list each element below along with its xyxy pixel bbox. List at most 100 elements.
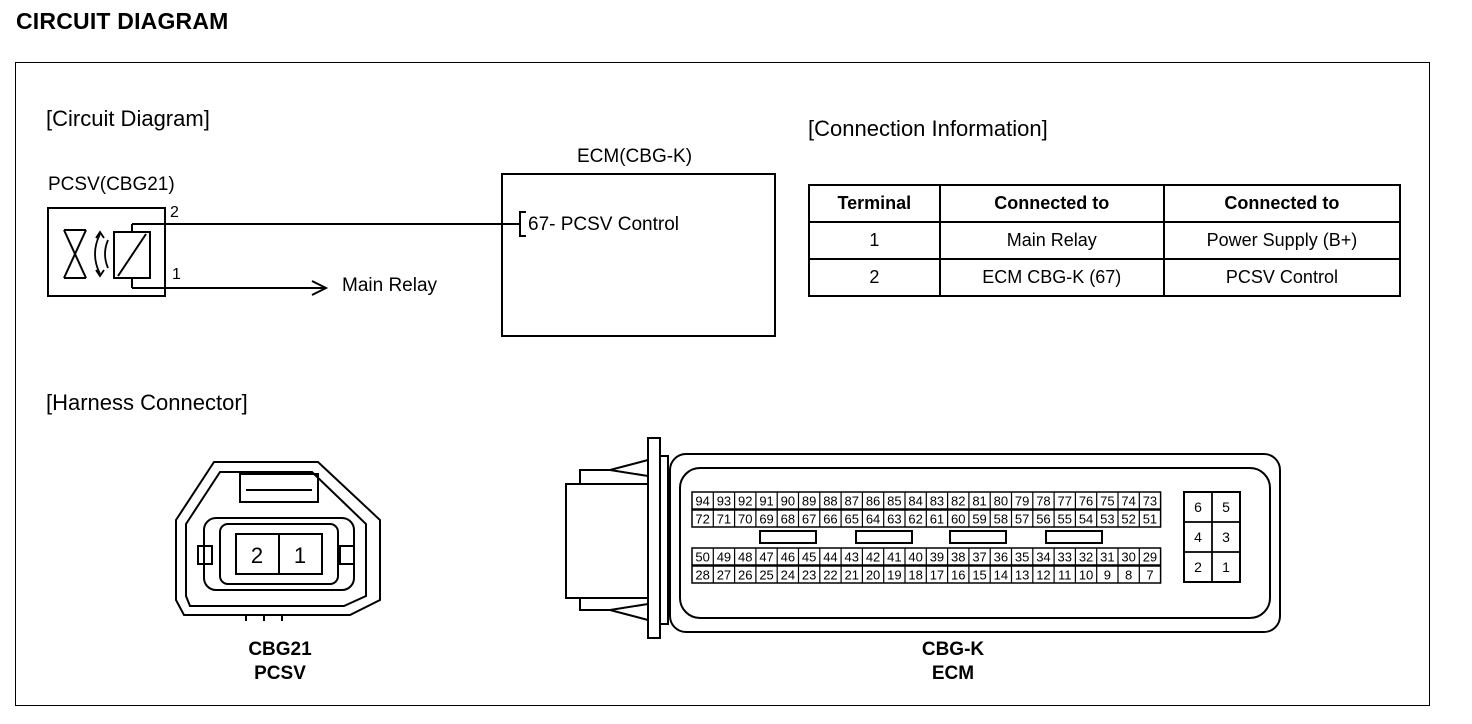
ecm-pin-69: 69 [759,512,773,527]
ecm-side-pin-3: 3 [1222,529,1230,545]
ecm-pin-71: 71 [717,512,731,527]
ecm-side-pin-1: 1 [1222,559,1230,575]
ecm-pin-24: 24 [781,568,795,583]
table-cell: Main Relay [938,221,1165,260]
ecm-pin-94: 94 [695,494,709,509]
pcsv-pin-2-label: 2 [170,204,179,221]
cbgk-caption-name: ECM [931,663,975,684]
ecm-side-pin-6: 6 [1194,499,1202,515]
ecm-pin-38: 38 [951,550,965,565]
ecm-pin-7: 7 [1146,568,1153,583]
ecm-pin-20: 20 [866,568,880,583]
ecm-pin-39: 39 [930,550,944,565]
ecm-pin-66: 66 [823,512,837,527]
solenoid-icon [113,223,165,289]
ecm-pin-8: 8 [1125,568,1132,583]
cbg21-side-tab-right [339,545,355,565]
ecm-pin-57: 57 [1015,512,1029,527]
table-cell: 2 [808,258,941,297]
ecm-pin-55: 55 [1058,512,1072,527]
ecm-pin-68: 68 [781,512,795,527]
ecm-pin-56: 56 [1036,512,1050,527]
table-cell: PCSV Control [1162,258,1402,297]
cbg21-caption-code: CBG21 [248,639,312,660]
ecm-pin-48: 48 [738,550,752,565]
ecm-side-pin-4: 4 [1194,529,1202,545]
header-terminal: Terminal [808,184,941,223]
ecm-pin-16: 16 [951,568,965,583]
valve-icon [63,229,87,279]
ecm-pin-61: 61 [930,512,944,527]
table-cell: Power Supply (B+) [1162,221,1402,260]
ecm-pin-67-label: 67- PCSV Control [528,214,680,235]
ecm-pin-54: 54 [1079,512,1093,527]
ecm-pin-62: 62 [908,512,922,527]
ecm-pin-21: 21 [845,568,859,583]
ecm-pin-51: 51 [1143,512,1157,527]
ecm-pin-79: 79 [1015,494,1029,509]
ecm-pin-90: 90 [781,494,795,509]
ecm-pin-63: 63 [887,512,901,527]
cbgk-body [669,453,1281,633]
table-cell: ECM CBG-K (67) [938,258,1165,297]
ecm-pin-47: 47 [759,550,773,565]
cbg21-caption-name: PCSV [254,663,306,684]
ecm-pin-60: 60 [951,512,965,527]
cbgk-flange [647,437,661,639]
ecm-pin-9: 9 [1104,568,1111,583]
ecm-pin-78: 78 [1036,494,1050,509]
ecm-pin-73: 73 [1143,494,1157,509]
actuation-arrows-icon [94,230,109,278]
ecm-pin-53: 53 [1100,512,1114,527]
ecm-pin-88: 88 [823,494,837,509]
main-relay-label: Main Relay [342,275,438,296]
ecm-side-pin-5: 5 [1222,499,1230,515]
ecm-pin-36: 36 [994,550,1008,565]
ecm-side-pin-2: 2 [1194,559,1202,575]
ecm-pin-40: 40 [908,550,922,565]
side-pin-cell [1211,551,1241,583]
ecm-pin-13: 13 [1015,568,1029,583]
pcsv-pin-1-label: 1 [172,266,181,283]
ecm-pin-34: 34 [1036,550,1050,565]
table-cell: 1 [808,221,941,260]
ecm-pin-46: 46 [781,550,795,565]
ecm-pin-67: 67 [802,512,816,527]
ecm-box [501,173,776,337]
ecm-pin-44: 44 [823,550,837,565]
cbg21-pin-2: 2 [251,543,263,568]
ecm-pin-10: 10 [1079,568,1093,583]
ecm-pin-19: 19 [887,568,901,583]
ecm-pin-30: 30 [1121,550,1135,565]
ecm-label: ECM(CBG-K) [577,146,693,167]
pcsv-box [47,207,166,297]
ecm-pin-23: 23 [802,568,816,583]
ecm-pin-27: 27 [717,568,731,583]
cbg21-latch [239,473,319,503]
main-relay-arrow-icon [311,280,329,296]
cbg21-pin-1: 1 [294,543,306,568]
ecm-pin-35: 35 [1015,550,1029,565]
table-row: 1 Main Relay Power Supply (B+) [808,221,1402,260]
connection-table: Terminal Connected to Connected to 1 Mai… [808,184,1402,297]
ecm-pin-65: 65 [845,512,859,527]
ecm-pin-37: 37 [972,550,986,565]
ecm-pin-26: 26 [738,568,752,583]
ecm-pin-87: 87 [845,494,859,509]
ecm-pin-45: 45 [802,550,816,565]
cbgk-caption: CBG-K ECM [893,638,1013,686]
connection-info-label: [Connection Information] [808,116,1048,141]
cbgk-caption-code: CBG-K [921,639,985,660]
cbg21-side-tab-left [197,545,213,565]
ecm-pin-80: 80 [994,494,1008,509]
ecm-pin-64: 64 [866,512,880,527]
ecm-pin-86: 86 [866,494,880,509]
cbg21-caption: CBG21 PCSV [220,638,340,686]
ecm-pin-75: 75 [1100,494,1114,509]
ecm-pin-33: 33 [1058,550,1072,565]
ecm-pin-89: 89 [802,494,816,509]
ecm-pin-59: 59 [972,512,986,527]
ecm-pin-76: 76 [1079,494,1093,509]
